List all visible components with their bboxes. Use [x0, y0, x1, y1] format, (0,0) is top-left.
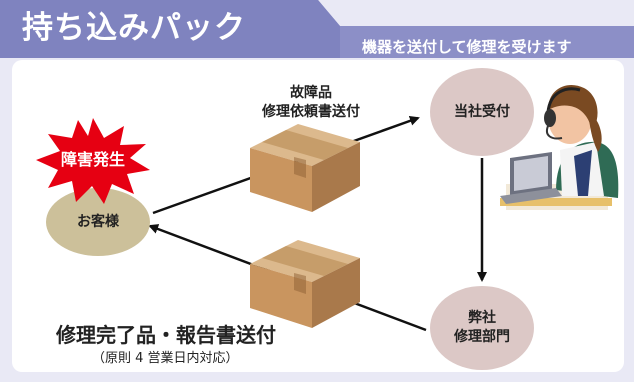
repair-dept-label: 弊社 修理部門 — [430, 306, 534, 350]
reception-label: 当社受付 — [430, 92, 534, 132]
repair-dept-line2: 修理部門 — [454, 329, 510, 345]
return-note: （原則 4 営業日内対応） — [92, 351, 239, 366]
customer-label: お客様 — [46, 200, 150, 244]
return-label: 修理完了品・報告書送付 — [56, 323, 276, 347]
customer-node — [46, 188, 150, 256]
send-label: 故障品 修理依頼書送付 — [236, 84, 386, 122]
send-label-line1: 故障品 — [290, 85, 332, 101]
page-subtitle: 機器を送付して修理を受けます — [362, 38, 572, 56]
title-tab — [0, 0, 340, 58]
cardboard-box-icon — [250, 124, 360, 212]
send-label-line2: 修理依頼書送付 — [262, 104, 360, 120]
page-title: 持ち込みパック — [22, 10, 246, 46]
headset-operator-icon — [500, 84, 619, 210]
cardboard-box-icon — [250, 240, 360, 328]
incident-badge-label: 障害発生 — [60, 150, 125, 169]
reception-node — [430, 68, 534, 156]
repair-dept-line1: 弊社 — [468, 310, 496, 326]
customer-label-text: お客様 — [77, 213, 119, 230]
explosion-burst-icon — [36, 118, 150, 204]
reception-label-text: 当社受付 — [454, 103, 510, 120]
repair-dept-node — [430, 286, 534, 370]
